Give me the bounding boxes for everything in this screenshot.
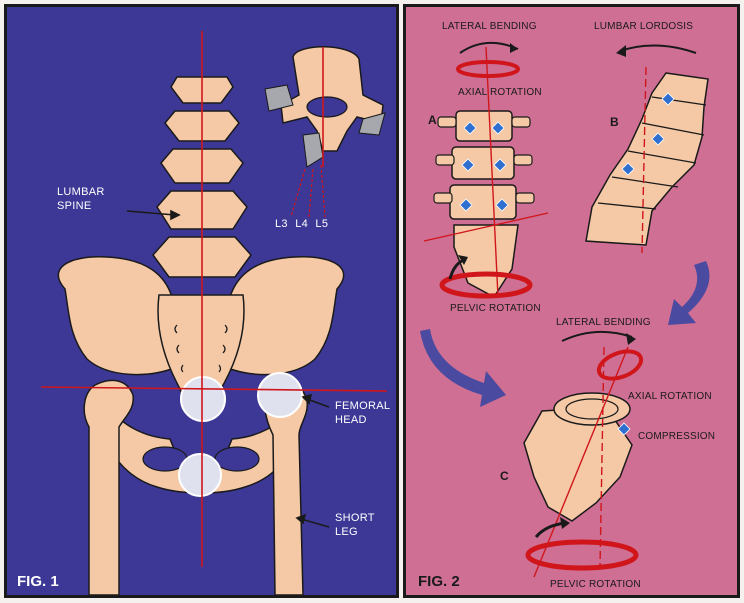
figure-1-panel: LUMBAR SPINE L3 L4 L5 FEMORAL HEAD SHORT… [4, 4, 399, 598]
lateral-bending-label-c: LATERAL BENDING [556, 317, 651, 329]
figure-1-label: FIG. 1 [17, 573, 59, 590]
axial-rotation-label-top: AXIAL ROTATION [458, 87, 542, 99]
figure-2-label: FIG. 2 [418, 573, 460, 590]
vertebra-leader-lines [291, 165, 325, 217]
pelvic-rotation-label-a: PELVIC ROTATION [450, 303, 541, 315]
lumbar-lordosis-label: LUMBAR LORDOSIS [594, 21, 693, 33]
lateral-bending-arrow-a [460, 43, 518, 53]
figure-1-illustration [7, 7, 396, 595]
vertebra-level-labels: L3 L4 L5 [275, 217, 328, 231]
panel-c-letter: C [500, 469, 509, 483]
figure-2-illustration [406, 7, 737, 595]
panel-a-vertebrae [450, 111, 518, 297]
label-l4: L4 [295, 218, 308, 230]
pelvic-rotation-label-c: PELVIC ROTATION [550, 579, 641, 591]
lordosis-arrow [620, 45, 696, 53]
blue-arrow-b-to-c [668, 261, 709, 325]
left-hip-joint-circle [181, 377, 225, 421]
figure-2-panel: LATERAL BENDING LUMBAR LORDOSIS AXIAL RO… [403, 4, 740, 598]
compression-label: COMPRESSION [638, 431, 715, 443]
lumbar-spine-label-line2: SPINE [57, 199, 105, 213]
left-femur [84, 380, 133, 595]
femoral-head-label-line1: FEMORAL [335, 399, 390, 413]
short-leg-label-line1: SHORT [335, 511, 375, 525]
lumbar-spine-label-line1: LUMBAR [57, 185, 105, 199]
panel-b-letter: B [610, 115, 619, 129]
right-femoral-head-circle [258, 373, 302, 417]
axial-rotation-ring-a [458, 62, 518, 76]
blue-arrow-a-to-c [420, 329, 506, 407]
label-l5: L5 [315, 218, 328, 230]
vertebral-foramen [307, 97, 347, 117]
panel-b-lumbar-curve [586, 73, 708, 245]
label-l3: L3 [275, 218, 288, 230]
lumbar-spine-label: LUMBAR SPINE [57, 185, 105, 213]
short-leg-label: SHORT LEG [335, 511, 375, 539]
lordosis-arrowhead [616, 45, 626, 57]
pubic-joint-circle [179, 454, 221, 496]
pelvic-rotation-ring-c [528, 542, 636, 568]
axial-rotation-label-c: AXIAL ROTATION [628, 391, 712, 403]
short-leg-label-line2: LEG [335, 525, 375, 539]
right-obturator [215, 447, 259, 471]
femoral-head-label-line2: HEAD [335, 413, 390, 427]
panel-a-letter: A [428, 113, 437, 127]
facet-shading-lower [303, 133, 323, 167]
lateral-bending-arrowhead-c [626, 333, 636, 345]
femoral-head-label: FEMORAL HEAD [335, 399, 390, 427]
lateral-bending-arrow-c [562, 332, 632, 341]
lateral-bending-label-top: LATERAL BENDING [442, 21, 537, 33]
